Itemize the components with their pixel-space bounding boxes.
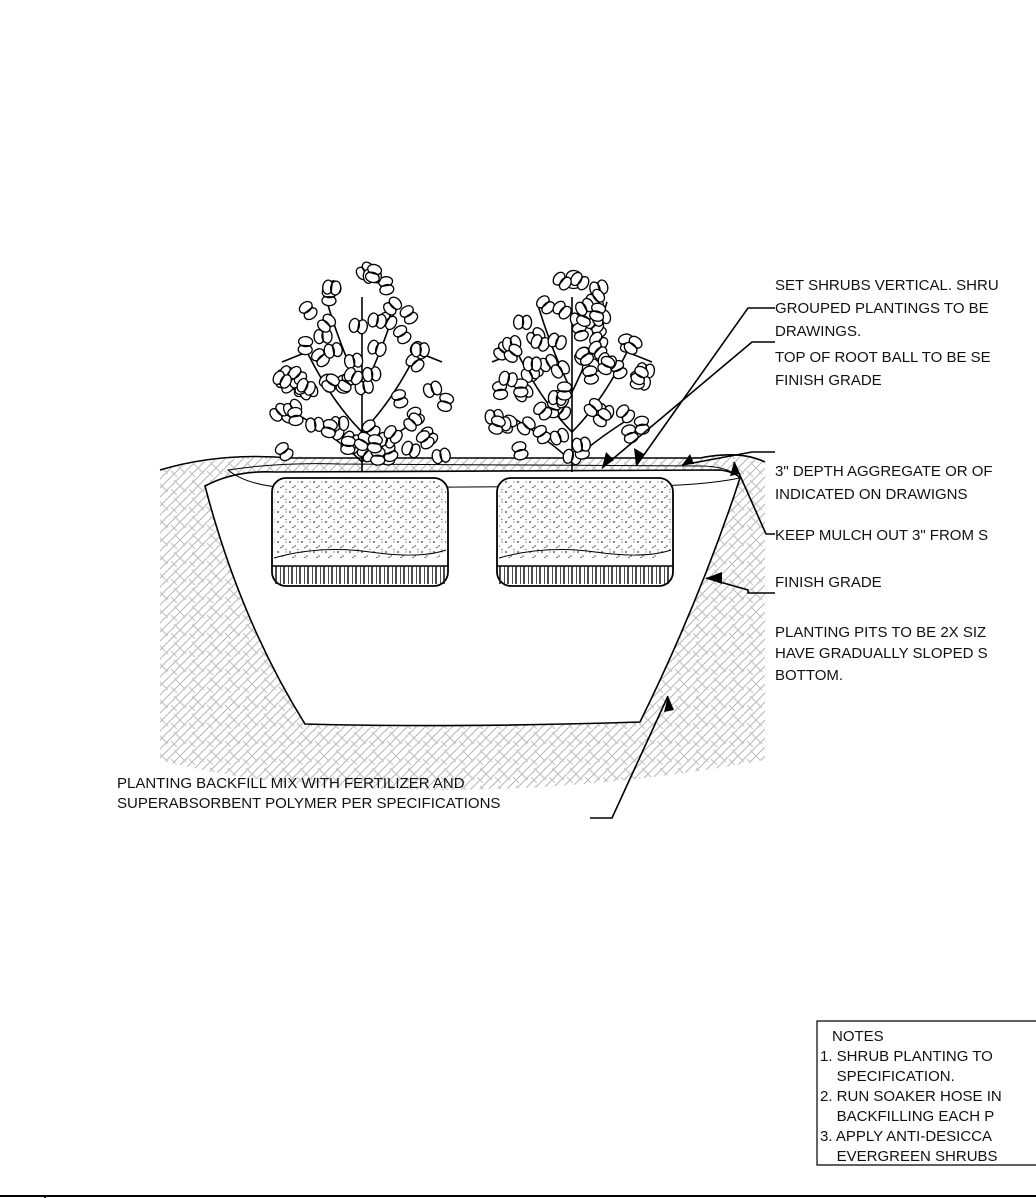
- callout-aggregate-line-1: 3" DEPTH AGGREGATE OR OF: [775, 463, 993, 480]
- shrub-leaves: [484, 269, 656, 466]
- callout-backfill-line-2: SUPERABSORBENT POLYMER PER SPECIFICATION…: [117, 795, 500, 812]
- callout-aggregate-line-2: INDICATED ON DRAWIGNS: [775, 486, 968, 503]
- callout-set-shrubs-line-2: GROUPED PLANTINGS TO BE: [775, 300, 989, 317]
- shrub-left: [269, 261, 455, 472]
- callout-backfill-line-1: PLANTING BACKFILL MIX WITH FERTILIZER AN…: [117, 775, 465, 792]
- notes-title: NOTES: [832, 1028, 884, 1045]
- callout-planting-pits-line-3: BOTTOM.: [775, 667, 843, 684]
- callout-top-root-ball-line-2: FINISH GRADE: [775, 372, 882, 389]
- callout-planting-pits-line-1: PLANTING PITS TO BE 2X SIZ: [775, 624, 986, 641]
- note-line: 3. APPLY ANTI-DESICCA: [820, 1128, 992, 1145]
- callout-finish-grade: FINISH GRADE: [775, 574, 882, 591]
- callout-set-shrubs-line-1: SET SHRUBS VERTICAL. SHRU: [775, 277, 999, 294]
- callout-set-shrubs-line-3: DRAWINGS.: [775, 323, 861, 340]
- shrub-right: [484, 269, 656, 472]
- note-line: 2. RUN SOAKER HOSE IN: [820, 1088, 1002, 1105]
- callout-planting-pits-line-2: HAVE GRADUALLY SLOPED S: [775, 645, 988, 662]
- note-line: 1. SHRUB PLANTING TO: [820, 1048, 993, 1065]
- leader-arrowheads: [602, 448, 740, 712]
- leader-lines: [590, 307, 775, 819]
- notes-box: NOTES 1. SHRUB PLANTING TO SPECIFICATION…: [816, 1020, 1036, 1166]
- callout-top-root-ball-line-1: TOP OF ROOT BALL TO BE SE: [775, 349, 991, 366]
- root-ball-right: [496, 477, 674, 587]
- note-line: BACKFILLING EACH P: [820, 1108, 994, 1125]
- callout-keep-mulch: KEEP MULCH OUT 3" FROM S: [775, 527, 988, 544]
- root-ball-left: [271, 477, 449, 587]
- shrub-leaves: [269, 261, 455, 466]
- note-line: SPECIFICATION.: [820, 1068, 955, 1085]
- note-line: EVERGREEN SHRUBS: [820, 1148, 998, 1165]
